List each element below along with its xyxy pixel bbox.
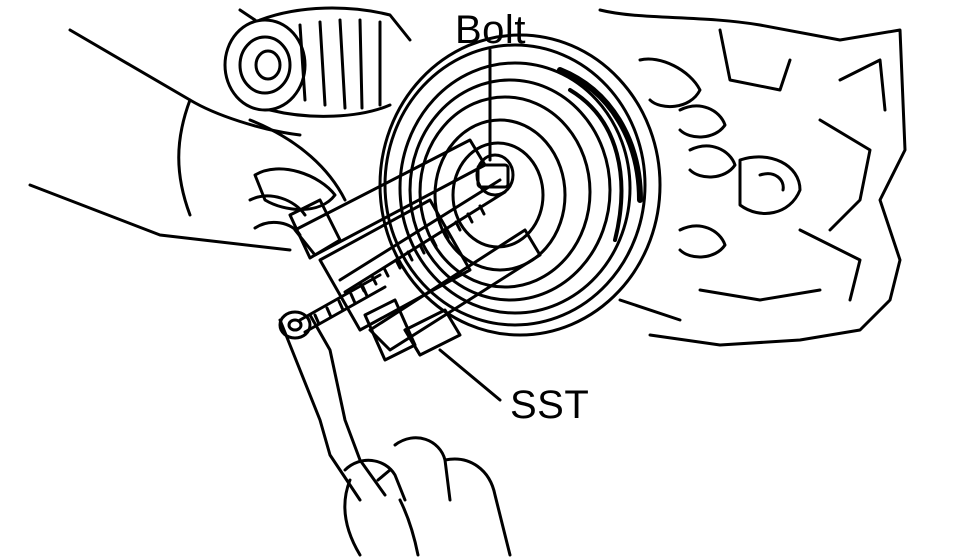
crankshaft-pulley (378, 33, 662, 337)
alternator (223, 6, 412, 118)
bolt (475, 153, 515, 197)
sst-leader-line (438, 348, 502, 402)
bolt-label: Bolt (455, 8, 526, 52)
engine-block (598, 8, 907, 347)
left-hand (28, 28, 347, 252)
wrench-handle (278, 310, 387, 502)
right-hand (343, 436, 512, 557)
sst-puller-tool (288, 138, 542, 362)
sst-label: SST (510, 383, 590, 427)
